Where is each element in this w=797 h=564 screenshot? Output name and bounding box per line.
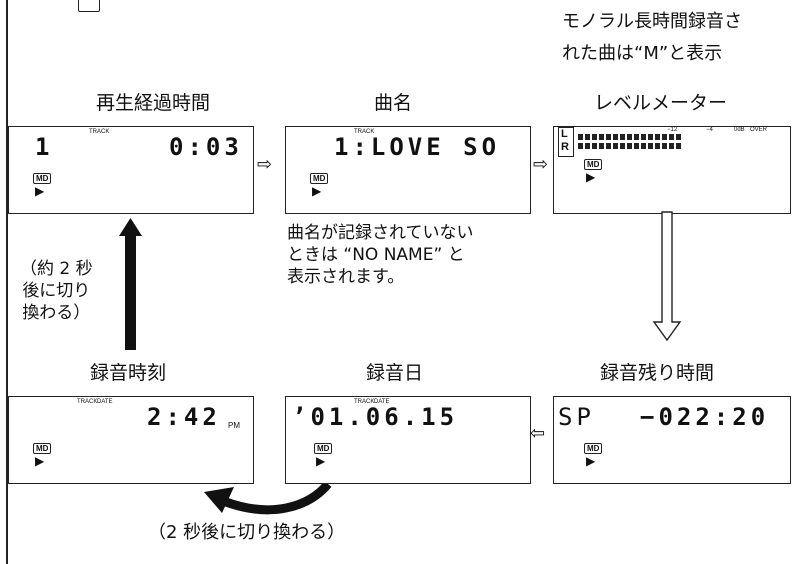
- bold-up-arrow-icon: [119, 218, 142, 350]
- play-icon: ▶: [316, 454, 326, 468]
- lcd-rec-time: TRACK DATE 2:42 PM MD ▶: [8, 396, 254, 484]
- remaining-time: −022:20: [640, 403, 770, 431]
- curved-arrow-icon: [204, 480, 332, 515]
- no-name-note: 曲名が記録されていない ときは “NO NAME” と 表示されます。: [287, 222, 474, 288]
- scale-minus-12: −12: [667, 127, 678, 133]
- track-tag: TRACK: [354, 399, 375, 405]
- label-remaining: 録音残り時間: [600, 362, 715, 384]
- page-left-rule: [6, 0, 8, 564]
- channel-l-label: L: [561, 128, 568, 140]
- arrow-right-icon: ⇨: [533, 154, 549, 175]
- play-icon: ▶: [35, 454, 45, 468]
- rec-time-value: 2:42: [147, 403, 221, 431]
- lr-highlight-box: L R: [558, 127, 574, 157]
- track-tag: TRACK: [354, 129, 375, 135]
- bottom-switch-note: （2 秒後に切り換わる）: [148, 522, 346, 543]
- track-tag: TRACK: [77, 399, 98, 405]
- md-indicator: MD: [33, 173, 52, 184]
- md-indicator: MD: [584, 159, 603, 170]
- label-rec-date: 録音日: [366, 362, 424, 384]
- play-icon: ▶: [312, 184, 322, 198]
- switch-note-line-3: 換わる）: [22, 303, 91, 323]
- switch-note-line-2: 後に切り: [22, 281, 91, 301]
- no-name-note-line-2: ときは “NO NAME” と: [287, 245, 465, 265]
- no-name-note-line-3: 表示されます。: [287, 267, 405, 287]
- play-icon: ▶: [586, 454, 596, 468]
- no-name-note-line-1: 曲名が記録されていない: [287, 223, 474, 243]
- switch-note: （約 2 秒 後に切り 換わる）: [20, 258, 93, 324]
- elapsed-track-number: 1: [35, 133, 54, 161]
- switch-note-line-1: （約 2 秒: [20, 259, 93, 279]
- md-indicator: MD: [584, 443, 603, 454]
- rec-mode: SP: [558, 403, 595, 431]
- label-rec-time: 録音時刻: [90, 362, 167, 384]
- mono-note: モノラル長時間録音さ れた曲は“M”と表示: [562, 6, 742, 70]
- track-tag: TRACK: [89, 129, 110, 135]
- device-tab-shape: [78, 0, 100, 12]
- scale-over: OVER: [750, 127, 768, 133]
- date-tag: DATE: [97, 399, 113, 405]
- arrow-left-icon: ⇦: [530, 423, 546, 444]
- track-name-text: 1:LOVE SO: [334, 133, 501, 161]
- lcd-level-meter: L R −12 −4 0dB OVER MD ▶: [553, 126, 791, 214]
- lcd-elapsed: TRACK 1 0:03 MD ▶: [8, 126, 254, 214]
- md-indicator: MD: [33, 443, 52, 454]
- rec-date-value: ’01.06.15: [292, 403, 459, 431]
- scale-0db: 0dB: [734, 127, 745, 133]
- date-tag: DATE: [374, 399, 390, 405]
- mono-note-line-1: モノラル長時間録音さ: [562, 11, 742, 32]
- play-icon: ▶: [35, 184, 45, 198]
- pm-suffix: PM: [228, 421, 240, 430]
- label-track-name: 曲名: [374, 92, 413, 114]
- arrow-right-icon: ⇨: [257, 154, 273, 175]
- hollow-down-arrow-icon: [652, 211, 682, 342]
- channel-r-label: R: [561, 141, 569, 153]
- play-icon: ▶: [586, 170, 596, 184]
- lcd-track-name: TRACK 1:LOVE SO MD ▶: [285, 126, 531, 214]
- md-indicator: MD: [314, 443, 333, 454]
- scale-minus-4: −4: [706, 127, 713, 133]
- elapsed-time: 0:03: [169, 133, 243, 161]
- lcd-remaining: SP −022:20 MD ▶: [553, 396, 791, 484]
- label-level-meter: レベルメーター: [594, 92, 728, 114]
- mono-note-line-2: れた曲は“M”と表示: [562, 43, 723, 64]
- label-elapsed: 再生経過時間: [96, 92, 211, 114]
- md-indicator: MD: [310, 173, 329, 184]
- lcd-rec-date: TRACK DATE ’01.06.15 MD ▶: [285, 396, 531, 484]
